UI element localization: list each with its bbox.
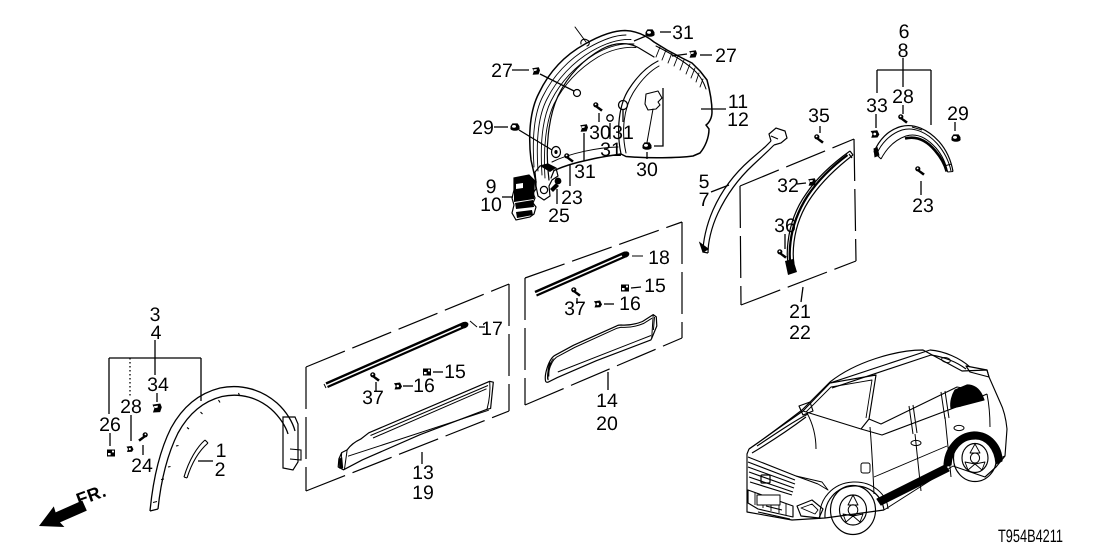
svg-text:13: 13	[412, 462, 434, 484]
svg-text:27: 27	[715, 45, 737, 67]
svg-text:2: 2	[215, 459, 226, 481]
svg-text:1: 1	[216, 440, 227, 462]
svg-text:16: 16	[619, 293, 641, 315]
svg-text:T954B4211: T954B4211	[998, 526, 1063, 546]
svg-text:18: 18	[648, 247, 670, 269]
svg-text:6: 6	[899, 21, 910, 43]
svg-text:23: 23	[561, 187, 583, 209]
svg-text:32: 32	[777, 175, 799, 197]
svg-text:20: 20	[596, 413, 618, 435]
svg-text:28: 28	[120, 396, 142, 418]
svg-text:35: 35	[808, 105, 830, 127]
svg-text:9: 9	[486, 176, 497, 198]
svg-text:28: 28	[892, 86, 914, 108]
svg-text:31: 31	[612, 122, 634, 144]
svg-text:29: 29	[947, 103, 969, 125]
svg-text:14: 14	[596, 390, 618, 412]
svg-text:17: 17	[481, 318, 503, 340]
svg-text:24: 24	[131, 455, 153, 477]
svg-text:5: 5	[699, 171, 710, 193]
svg-text:15: 15	[644, 275, 666, 297]
svg-text:31: 31	[600, 139, 622, 161]
svg-text:11: 11	[728, 91, 748, 113]
svg-text:27: 27	[491, 60, 513, 82]
svg-text:16: 16	[413, 375, 435, 397]
svg-text:22: 22	[789, 322, 811, 344]
svg-text:4: 4	[151, 322, 162, 344]
svg-text:37: 37	[362, 387, 384, 409]
svg-text:25: 25	[548, 205, 570, 227]
svg-text:33: 33	[866, 95, 888, 117]
svg-text:34: 34	[147, 374, 169, 396]
svg-text:12: 12	[727, 109, 749, 131]
svg-text:21: 21	[789, 301, 811, 323]
svg-text:26: 26	[99, 414, 121, 436]
svg-text:31: 31	[574, 161, 596, 183]
svg-text:15: 15	[444, 361, 466, 383]
svg-text:3: 3	[150, 304, 161, 326]
svg-text:31: 31	[672, 22, 694, 44]
svg-text:10: 10	[480, 194, 502, 216]
svg-text:7: 7	[699, 189, 710, 211]
svg-text:23: 23	[912, 195, 934, 217]
svg-text:30: 30	[589, 122, 611, 144]
svg-text:19: 19	[412, 482, 434, 504]
svg-text:29: 29	[472, 117, 494, 139]
svg-text:36: 36	[774, 215, 796, 237]
svg-text:30: 30	[636, 159, 658, 181]
svg-text:8: 8	[898, 40, 909, 62]
svg-text:37: 37	[564, 298, 586, 320]
